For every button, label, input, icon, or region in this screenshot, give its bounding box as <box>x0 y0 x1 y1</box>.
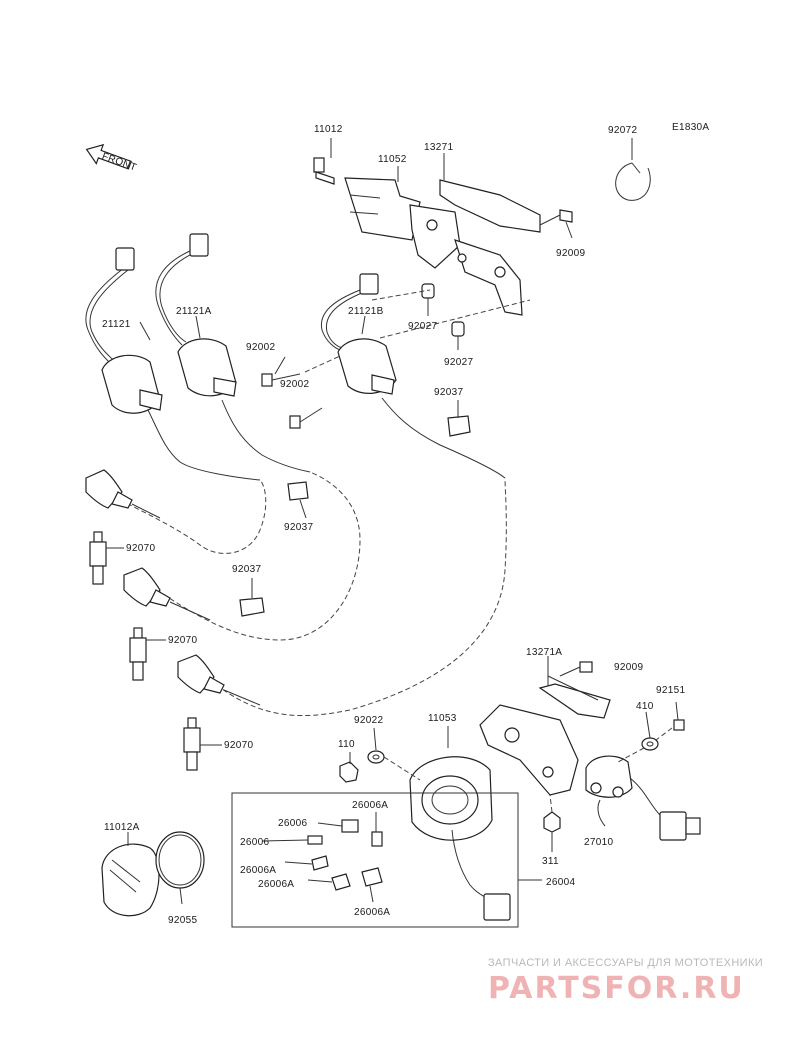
front-arrow-label: FRONT <box>100 151 138 174</box>
ignition-coil-icon <box>155 233 311 473</box>
part-number-92070: 92070 <box>224 740 253 751</box>
part-number-26006A: 26006A <box>354 907 390 918</box>
part-number-92002: 92002 <box>280 379 309 390</box>
part-number-410: 410 <box>636 701 654 712</box>
part-number-92027: 92027 <box>444 357 473 368</box>
watermark-caption: ЗАПЧАСТИ И АКСЕССУАРЫ ДЛЯ МОТОТЕХНИКИ <box>488 957 763 969</box>
ignition-coil-icon <box>320 273 506 479</box>
spark-plug-icon <box>129 627 147 681</box>
part-number-92151: 92151 <box>656 685 685 696</box>
part-number-11012A: 11012A <box>104 822 140 833</box>
part-number-26006A: 26006A <box>352 800 388 811</box>
part-number-92070: 92070 <box>168 635 197 646</box>
washer-icon <box>641 737 659 751</box>
clip-ring-icon <box>615 162 651 201</box>
coil-bracket-icon <box>344 177 541 316</box>
part-number-21121A: 21121A <box>176 306 212 317</box>
part-number-13271A: 13271A <box>526 647 562 658</box>
diagram-code: E1830A <box>672 122 709 133</box>
pickup-cover-icon <box>101 843 160 917</box>
part-number-92002: 92002 <box>246 342 275 353</box>
part-number-92009: 92009 <box>614 662 643 673</box>
relay-bracket-icon <box>479 683 611 796</box>
ignition-coil-icon <box>85 247 261 481</box>
part-number-11052: 11052 <box>378 154 407 165</box>
part-number-92055: 92055 <box>168 915 197 926</box>
washer-icon <box>367 750 385 764</box>
front-arrow-icon: FRONT <box>85 143 138 174</box>
part-number-92072: 92072 <box>608 125 637 136</box>
part-number-27010: 27010 <box>584 837 613 848</box>
part-number-11053: 11053 <box>428 713 457 724</box>
watermark-logo: PARTSFOR.RU <box>488 971 745 1006</box>
pickup-coil-icon <box>409 756 511 921</box>
plug-cap-icon <box>85 469 161 519</box>
part-number-26006: 26006 <box>240 837 269 848</box>
part-number-92037: 92037 <box>232 564 261 575</box>
parts-kit-frame <box>231 792 519 928</box>
part-number-26006A: 26006A <box>240 865 276 876</box>
part-number-21121B: 21121B <box>348 306 384 317</box>
starter-relay-icon <box>585 755 701 841</box>
bolt-icon <box>539 209 573 226</box>
nut-icon <box>543 811 561 833</box>
part-number-92027: 92027 <box>408 321 437 332</box>
part-number-110: 110 <box>338 739 355 750</box>
part-number-92037: 92037 <box>284 522 313 533</box>
part-number-21121: 21121 <box>102 319 131 330</box>
part-number-311: 311 <box>542 856 559 867</box>
terminal-icon <box>307 819 383 891</box>
part-number-92009: 92009 <box>556 248 585 259</box>
bolt-icon <box>339 761 359 783</box>
part-number-13271: 13271 <box>424 142 453 153</box>
part-number-11012: 11012 <box>314 124 343 135</box>
plug-cap-icon <box>123 567 211 621</box>
part-number-92022: 92022 <box>354 715 383 726</box>
plug-cap-icon <box>177 654 261 706</box>
part-number-26006: 26006 <box>278 818 307 829</box>
gasket-ring-icon <box>155 831 205 889</box>
cable-clamp-icon <box>239 415 471 617</box>
part-number-26004: 26004 <box>546 877 575 888</box>
bolt-icon <box>559 661 593 677</box>
spark-plug-icon <box>183 717 201 771</box>
part-number-92037: 92037 <box>434 387 463 398</box>
bolt-icon <box>313 157 335 185</box>
spark-plug-icon <box>89 531 107 585</box>
bolt-icon <box>261 373 323 429</box>
bolt-icon <box>673 719 685 731</box>
part-number-26006A: 26006A <box>258 879 294 890</box>
part-number-92070: 92070 <box>126 543 155 554</box>
